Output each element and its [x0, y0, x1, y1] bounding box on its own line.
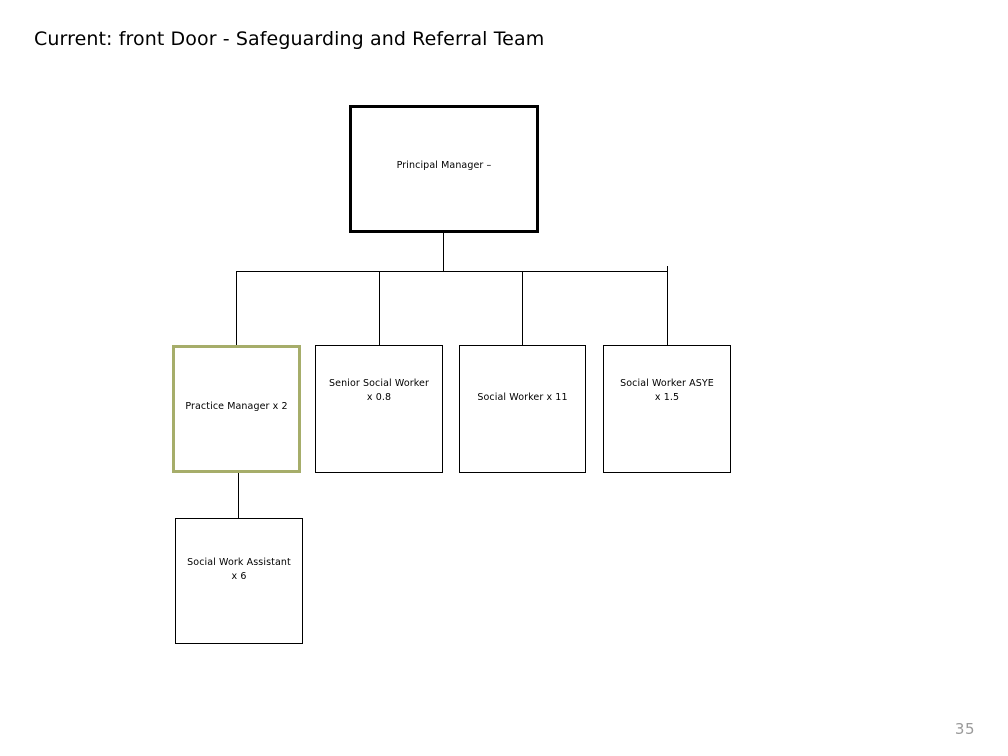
org-node-label: Social Worker ASYE x 1.5: [620, 378, 714, 403]
connector-drop-practice-manager: [236, 271, 237, 345]
connector-drop-social-work-assistant: [238, 473, 239, 518]
connector-drop-social-worker-asye: [667, 266, 668, 345]
org-node-label: Social Work Assistant x 6: [187, 557, 291, 582]
org-node-social-worker-asye[interactable]: Social Worker ASYE x 1.5: [603, 345, 731, 473]
org-node-social-work-assistant[interactable]: Social Work Assistant x 6: [175, 518, 303, 644]
page-title: Current: front Door - Safeguarding and R…: [34, 28, 545, 50]
org-node-senior-social-worker[interactable]: Senior Social Worker x 0.8: [315, 345, 443, 473]
connector-root-stem: [443, 233, 444, 272]
org-node-social-worker[interactable]: Social Worker x 11: [459, 345, 586, 473]
org-node-label: Practice Manager x 2: [185, 401, 288, 412]
org-node-label: Principal Manager –: [396, 160, 492, 171]
page-number: 35: [954, 720, 975, 738]
org-node-principal-manager[interactable]: Principal Manager –: [349, 105, 539, 233]
connector-drop-social-worker: [522, 271, 523, 345]
org-node-practice-manager[interactable]: Practice Manager x 2: [172, 345, 301, 473]
org-node-label: Senior Social Worker x 0.8: [329, 378, 429, 403]
org-node-label: Social Worker x 11: [477, 392, 568, 403]
connector-drop-senior-social-worker: [379, 271, 380, 345]
connector-horizontal-bus: [236, 271, 668, 272]
